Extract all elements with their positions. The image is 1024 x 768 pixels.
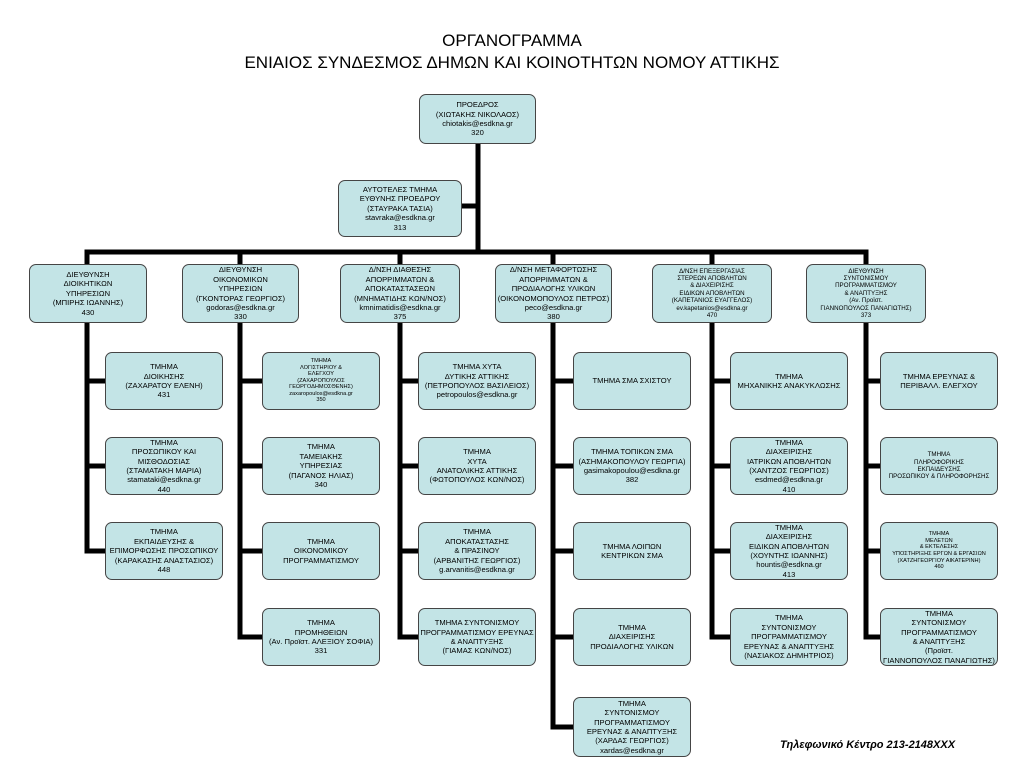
dept-planning-coordination-6: ΤΜΗΜΑ ΣΥΝΤΟΝΙΣΜΟΥ ΠΡΟΓΡΑΜΜΑΤΙΣΜΟΥ & ΑΝΑΠ… (880, 608, 998, 666)
dept-it-training: ΤΜΗΜΑ ΠΛΗΡΟΦΟΡΙΚΗΣ ΕΚΠΑΙΔΕΥΣΗΣ ΠΡΟΣΩΠΙΚΟ… (880, 437, 998, 495)
dept-research-env-control: ΤΜΗΜΑ ΕΡΕΥΝΑΣ & ΠΕΡΙΒΑΛΛ. ΕΛΕΓΧΟΥ (880, 352, 998, 410)
president-box: ΠΡΟΕΔΡΟΣ (ΧΙΩΤΑΚΗΣ ΝΙΚΟΛΑΟΣ) chiotakis@e… (419, 94, 536, 144)
directorate-waste-disposal: Δ/ΝΣΗ ΔΙΑΘΕΣΗΣ ΑΠΟΡΡΙΜΜΑΤΩΝ & ΑΠΟΚΑΤΑΣΤΑ… (340, 264, 460, 323)
dept-staff-training: ΤΜΗΜΑ ΕΚΠΑΙΔΕΥΣΗΣ & ΕΠΙΜΟΡΦΩΣΗΣ ΠΡΟΣΩΠΙΚ… (105, 522, 223, 580)
dept-transfer-station-schistos: ΤΜΗΜΑ ΣΜΑ ΣΧΙΣΤΟΥ (573, 352, 691, 410)
dept-research-coordination-3: ΤΜΗΜΑ ΣΥΝΤΟΝΙΣΜΟΥ ΠΡΟΓΡΑΜΜΑΤΙΣΜΟΥ ΕΡΕΥΝΑ… (418, 608, 536, 666)
chart-title-line2: ΕΝΙΑΙΟΣ ΣΥΝΔΕΣΜΟΣ ΔΗΜΩΝ ΚΑΙ ΚΟΙΝΟΤΗΤΩΝ Ν… (244, 53, 780, 72)
dept-landfill-east: ΤΜΗΜΑ ΧΥΤΑ ΑΝΑΤΟΛΙΚΗΣ ΑΤΤΙΚΗΣ (ΦΩΤΟΠΟΥΛΟ… (418, 437, 536, 495)
dept-studies-execution: ΤΜΗΜΑ ΜΕΛΕΤΩΝ & ΕΚΤΕΛΕΣΗΣ ΥΠΟΣΤΗΡΙΞΗΣ ΕΡ… (880, 522, 998, 580)
president-staff-box: ΑΥΤΟΤΕΛΕΣ ΤΜΗΜΑ ΕΥΘΥΝΗΣ ΠΡΟΕΔΡΟΥ (ΣΤΑΥΡΑ… (338, 180, 462, 237)
dept-landfill-west: ΤΜΗΜΑ ΧΥΤΑ ΔΥΤΙΚΗΣ ΑΤΤΙΚΗΣ (ΠΕΤΡΟΠΟΥΛΟΣ … (418, 352, 536, 410)
directorate-solid-waste-processing: Δ/ΝΣΗ ΕΠΕΞΕΡΓΑΣΙΑΣ ΣΤΕΡΕΩΝ ΑΠΟΒΛΗΤΩΝ & Δ… (652, 264, 772, 323)
directorate-waste-transfer: Δ/ΝΣΗ ΜΕΤΑΦΟΡΤΩΣΗΣ ΑΠΟΡΡΙΜΜΑΤΩΝ & ΠΡΟΔΙΑ… (495, 264, 612, 323)
dept-medical-waste: ΤΜΗΜΑ ΔΙΑΧΕΙΡΙΣΗΣ ΙΑΤΡΙΚΩΝ ΑΠΟΒΛΗΤΩΝ (ΧΑ… (730, 437, 848, 495)
phone-center-note: Τηλεφωνικό Κέντρο 213-2148XXX (780, 739, 956, 751)
dept-other-central-stations: ΤΜΗΜΑ ΛΟΙΠΩΝ ΚΕΝΤΡΙΚΩΝ ΣΜΑ (573, 522, 691, 580)
dept-administration: ΤΜΗΜΑ ΔΙΟΙΚΗΣΗΣ (ΖΑΧΑΡΑΤΟΥ ΕΛΕΝΗ) 431 (105, 352, 223, 410)
dept-special-waste: ΤΜΗΜΑ ΔΙΑΧΕΙΡΙΣΗΣ ΕΙΔΙΚΩΝ ΑΠΟΒΛΗΤΩΝ (ΧΟΥ… (730, 522, 848, 580)
dept-mechanical-recycling: ΤΜΗΜΑ ΜΗΧΑΝΙΚΗΣ ΑΝΑΚΥΚΛΩΣΗΣ (730, 352, 848, 410)
dept-material-presorting: ΤΜΗΜΑ ΔΙΑΧΕΙΡΙΣΗΣ ΠΡΟΔΙΑΛΟΓΗΣ ΥΛΙΚΩΝ (573, 608, 691, 666)
dept-research-coordination-5: ΤΜΗΜΑ ΣΥΝΤΟΝΙΣΜΟΥ ΠΡΟΓΡΑΜΜΑΤΙΣΜΟΥ ΕΡΕΥΝΑ… (730, 608, 848, 666)
dept-personnel-payroll: ΤΜΗΜΑ ΠΡΟΣΩΠΙΚΟΥ ΚΑΙ ΜΙΣΘΟΔΟΣΙΑΣ (ΣΤΑΜΑΤ… (105, 437, 223, 495)
dept-restoration-green: ΤΜΗΜΑ ΑΠΟΚΑΤΑΣΤΑΣΗΣ & ΠΡΑΣΙΝΟΥ (ΑΡΒΑΝΙΤΗ… (418, 522, 536, 580)
dept-local-transfer-stations: ΤΜΗΜΑ ΤΟΠΙΚΩΝ ΣΜΑ (ΑΣΗΜΑΚΟΠΟΥΛΟΥ ΓΕΩΡΓΙΑ… (573, 437, 691, 495)
dept-accounting-audit: ΤΜΗΜΑ ΛΟΓΙΣΤΗΡΙΟΥ & ΕΛΕΓΧΟΥ (ΖΑΧΑΡΟΠΟΥΛΟ… (262, 352, 380, 410)
directorate-financial: ΔΙΕΥΘΥΝΣΗ ΟΙΚΟΝΟΜΙΚΩΝ ΥΠΗΡΕΣΙΩΝ (ΓΚΟΝΤΟΡ… (182, 264, 299, 323)
dept-financial-planning: ΤΜΗΜΑ ΟΙΚΟΝΟΜΙΚΟΥ ΠΡΟΓΡΑΜΜΑΤΙΣΜΟΥ (262, 522, 380, 580)
chart-title-line1: ΟΡΓΑΝΟΓΡΑΜΜΑ (442, 31, 582, 50)
directorate-administrative: ΔΙΕΥΘΥΝΣΗ ΔΙΟΙΚΗΤΙΚΩΝ ΥΠΗΡΕΣΙΩΝ (ΜΠΙΡΗΣ … (29, 264, 147, 323)
directorate-planning-development: ΔΙΕΥΘΥΝΣΗ ΣΥΝΤΟΝΙΣΜΟΥ ΠΡΟΓΡΑΜΜΑΤΙΣΜΟΥ & … (806, 264, 926, 323)
dept-research-coordination-4: ΤΜΗΜΑ ΣΥΝΤΟΝΙΣΜΟΥ ΠΡΟΓΡΑΜΜΑΤΙΣΜΟΥ ΕΡΕΥΝΑ… (573, 697, 691, 757)
dept-treasury: ΤΜΗΜΑ ΤΑΜΕΙΑΚΗΣ ΥΠΗΡΕΣΙΑΣ (ΠΑΓΑΝΟΣ ΗΛΙΑΣ… (262, 437, 380, 495)
dept-procurement: ΤΜΗΜΑ ΠΡΟΜΗΘΕΙΩΝ (Αν. Προϊστ. ΑΛΕΞΙΟΥ ΣΟ… (262, 608, 380, 666)
